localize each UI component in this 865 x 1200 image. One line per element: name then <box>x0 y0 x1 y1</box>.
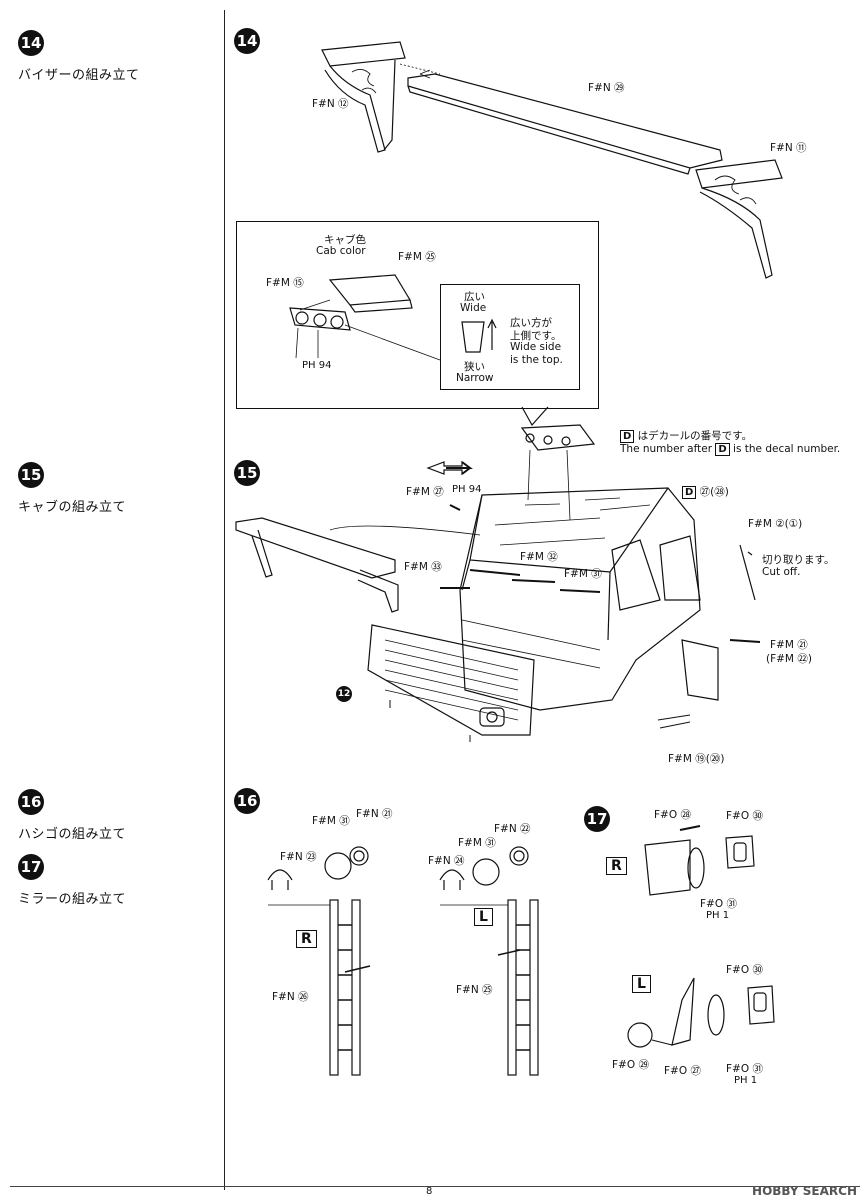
part-label: F#O ㉚ <box>726 964 763 976</box>
step-number-badge: 17 <box>18 854 44 880</box>
decal-note-jp: D はデカールの番号です。 <box>620 428 752 443</box>
bottom-rule <box>10 1186 860 1187</box>
ladder-left-drawing <box>439 846 539 1076</box>
step-number-badge: 15 <box>18 462 44 488</box>
step-17-badge: 17 <box>584 806 610 832</box>
top-note: is the top. <box>510 354 563 366</box>
wide-en: Wide <box>460 302 487 314</box>
part-label: F#M ㉗ <box>406 486 444 498</box>
step-sidebar: 14 バイザーの組み立て 15 キャブの組み立て 16 ハシゴの組み立て 17 … <box>0 0 224 1190</box>
cab-color-en: Cab color <box>316 245 366 257</box>
mirror-left-drawing <box>627 977 775 1048</box>
decal-label: D ㉗(㉘) <box>682 484 729 499</box>
part-label: F#O ㉛ <box>700 898 737 910</box>
part-label: F#N ㉖ <box>272 991 309 1003</box>
part-label: F#M ㉑ <box>770 639 808 651</box>
watermark-logo: HOBBY SEARCH <box>752 1184 857 1198</box>
visor-bracket-left-drawing <box>321 41 406 153</box>
mirror-right-drawing <box>644 825 755 896</box>
mud-flap-drawing <box>681 639 719 701</box>
grille-part-badge: 12 <box>336 686 352 702</box>
part-label: F#N ⑫ <box>312 98 349 110</box>
part-label: F#O ㉗ <box>664 1065 701 1077</box>
part-label: F#M ㉛ <box>312 815 350 827</box>
marker-light-part-drawing <box>289 274 441 361</box>
top-note: 広い方が <box>510 317 552 329</box>
page-number: 8 <box>426 1186 433 1197</box>
cab-color-jp: キャブ色 <box>324 234 366 246</box>
marker-light-inset <box>236 221 599 409</box>
part-label: (F#M ㉒) <box>766 653 812 665</box>
ladder-right-drawing <box>267 846 371 1076</box>
small-parts-drawing <box>657 714 691 729</box>
part-label: F#N ㉕ <box>456 984 493 996</box>
top-note: 上側です。 <box>510 330 562 342</box>
step-14: 14 バイザーの組み立て <box>18 30 140 83</box>
cab-body-drawing <box>459 487 701 711</box>
wide-narrow-indicator <box>461 318 497 353</box>
part-label: PH 1 <box>706 910 730 921</box>
part-label: F#M ㉝ <box>404 561 442 573</box>
step-16: 16 ハシゴの組み立て <box>18 789 126 842</box>
narrow-en: Narrow <box>456 372 494 384</box>
part-label: F#O ㉙ <box>612 1059 649 1071</box>
step-title: バイザーの組み立て <box>18 68 140 83</box>
cut-note-jp: 切り取ります。 <box>762 554 835 566</box>
step-title: ミラーの組み立て <box>18 892 127 907</box>
instructions-main: 14 15 16 17 <box>226 0 865 1190</box>
step-number-badge: 16 <box>18 789 44 815</box>
side-right-label: R <box>296 930 317 948</box>
part-label: PH 94 <box>452 484 482 495</box>
part-label: F#M ②(①) <box>748 518 803 530</box>
step-16-badge: 16 <box>234 788 260 814</box>
part-label: F#N ㉓ <box>280 851 317 863</box>
part-label: F#O ㉛ <box>726 1063 763 1075</box>
side-right-label: R <box>606 857 627 875</box>
side-left-label: L <box>474 908 493 926</box>
part-label: F#M ㉕ <box>398 251 436 263</box>
cut-part-drawing <box>739 544 756 601</box>
part-label: F#O ㉘ <box>654 809 691 821</box>
step-title: キャブの組み立て <box>18 500 127 515</box>
cab-marker-light-drawing <box>520 424 596 521</box>
narrow-jp: 狭い <box>464 361 485 373</box>
decal-note-en: The number after D is the decal number. <box>620 443 841 456</box>
cut-note-en: Cut off. <box>762 566 801 578</box>
part-label: F#N ㉙ <box>588 82 625 94</box>
step-title: ハシゴの組み立て <box>18 827 127 842</box>
part-label: F#N ㉒ <box>494 823 531 835</box>
step-17: 17 ミラーの組み立て <box>18 854 126 907</box>
visor-bracket-right-drawing <box>695 159 783 279</box>
part-label: F#N ⑪ <box>770 142 807 154</box>
part-label: F#M ⑮ <box>266 277 304 289</box>
part-label: F#M ㉜ <box>520 551 558 563</box>
part-label: PH 1 <box>734 1075 758 1086</box>
step-number-badge: 14 <box>18 30 44 56</box>
part-label: F#N ㉑ <box>356 808 393 820</box>
cab-visor-drawing <box>235 517 481 613</box>
part-label: F#N ㉔ <box>428 855 465 867</box>
top-note: Wide side <box>510 341 562 353</box>
part-label: F#M ㉛ <box>564 568 602 580</box>
step-15: 15 キャブの組み立て <box>18 462 126 515</box>
part-label: PH 94 <box>302 360 332 371</box>
part-label: F#M ⑲(⑳) <box>668 753 725 765</box>
orientation-note-box <box>440 284 580 390</box>
step-14-badge: 14 <box>234 28 260 54</box>
wide-jp: 広い <box>464 291 485 303</box>
front-grille-drawing <box>367 624 535 742</box>
side-left-label: L <box>632 975 651 993</box>
column-divider <box>224 10 225 1190</box>
part-label: F#M ㉛ <box>458 837 496 849</box>
step-15-badge: 15 <box>234 460 260 486</box>
visor-panel-drawing <box>407 69 723 175</box>
part-label: F#O ㉚ <box>726 810 763 822</box>
